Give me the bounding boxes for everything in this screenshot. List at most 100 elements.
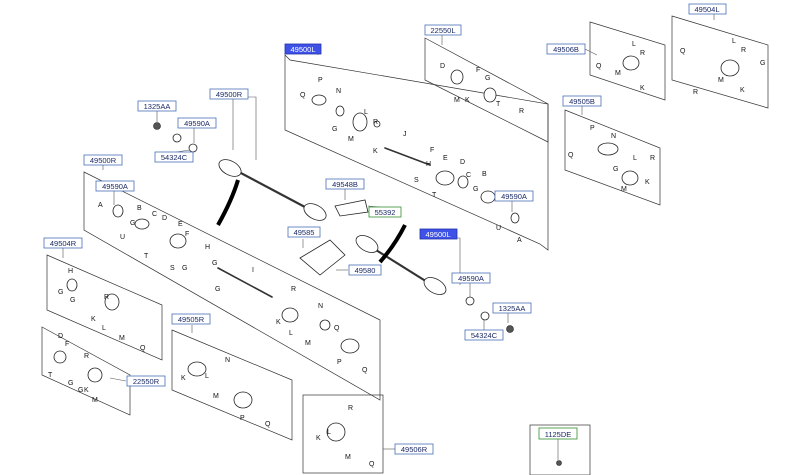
callout-49590A-lower-left[interactable]: 49590A <box>95 180 135 192</box>
callout-54324C-right[interactable]: 54324C <box>464 329 504 341</box>
svg-text:G: G <box>473 186 478 193</box>
callout-49504R[interactable]: 49504R <box>43 237 83 249</box>
cv-boot-middle-inner <box>355 235 379 253</box>
svg-text:M: M <box>305 340 311 347</box>
svg-text:Q: Q <box>369 461 375 468</box>
svg-text:D: D <box>162 215 167 222</box>
svg-text:49548B: 49548B <box>332 180 358 189</box>
svg-text:R: R <box>373 119 378 126</box>
callout-49590A-right[interactable]: 49590A <box>494 190 534 202</box>
svg-text:M: M <box>213 393 219 400</box>
callout-1325AA-right[interactable]: 1325AA <box>492 302 532 314</box>
svg-text:49590A: 49590A <box>184 119 210 128</box>
svg-text:R: R <box>741 47 746 54</box>
leader-lines <box>62 14 715 460</box>
svg-text:R: R <box>291 286 296 293</box>
svg-text:Q: Q <box>300 92 306 99</box>
svg-text:T: T <box>432 192 437 199</box>
callout-49505R[interactable]: 49505R <box>171 313 211 325</box>
cv-boot-upper-outer <box>303 203 327 221</box>
callout-49548B[interactable]: 49548B <box>325 178 365 190</box>
panel-49500L-top <box>284 54 549 251</box>
callout-49590A-mid[interactable]: 49590A <box>451 272 491 284</box>
svg-text:P: P <box>318 77 323 84</box>
svg-text:L: L <box>102 325 106 332</box>
svg-text:D: D <box>58 333 63 340</box>
svg-text:R: R <box>84 353 89 360</box>
svg-text:49506R: 49506R <box>401 445 428 454</box>
panel-22550L <box>424 37 549 143</box>
svg-text:T: T <box>144 253 149 260</box>
svg-text:G: G <box>58 289 63 296</box>
svg-text:G: G <box>332 126 337 133</box>
svg-text:D: D <box>460 159 465 166</box>
svg-text:F: F <box>185 231 189 238</box>
svg-text:G: G <box>182 265 187 272</box>
svg-text:Q: Q <box>265 421 271 428</box>
callout-49500R-upper[interactable]: 49500R <box>209 88 249 100</box>
svg-text:49500L: 49500L <box>290 45 315 54</box>
callout-54324C-left[interactable]: 54324C <box>154 151 194 163</box>
callout-49585[interactable]: 49585 <box>287 226 321 238</box>
svg-text:A: A <box>98 202 103 209</box>
cv-boot-middle-outer <box>423 277 447 295</box>
svg-text:49590A: 49590A <box>458 274 484 283</box>
svg-text:K: K <box>316 435 321 442</box>
svg-text:54324C: 54324C <box>471 331 498 340</box>
svg-text:B: B <box>482 171 487 178</box>
svg-text:U: U <box>496 225 501 232</box>
svg-text:G: G <box>613 166 618 173</box>
panel-49506B <box>589 21 666 101</box>
svg-text:E: E <box>443 155 448 162</box>
svg-text:E: E <box>178 221 183 228</box>
svg-text:T: T <box>496 101 501 108</box>
svg-text:P: P <box>337 359 342 366</box>
svg-text:I: I <box>252 267 254 274</box>
callout-49504L[interactable]: 49504L <box>688 3 727 15</box>
svg-text:49500R: 49500R <box>216 90 243 99</box>
svg-text:H: H <box>205 244 210 251</box>
svg-text:K: K <box>645 179 650 186</box>
callout-49505B[interactable]: 49505B <box>562 95 602 107</box>
svg-text:G: G <box>130 220 135 227</box>
svg-text:N: N <box>611 133 616 140</box>
callout-1325AA-left[interactable]: 1325AA <box>137 100 177 112</box>
svg-text:G: G <box>212 260 217 267</box>
callout-49506B[interactable]: 49506B <box>546 43 586 55</box>
svg-text:L: L <box>205 373 209 380</box>
callout-22550L[interactable]: 22550L <box>424 24 462 36</box>
svg-text:22550R: 22550R <box>133 377 160 386</box>
svg-text:R: R <box>693 89 698 96</box>
shaft-lower-panel <box>217 267 273 298</box>
svg-text:49590A: 49590A <box>501 192 527 201</box>
svg-text:1325AA: 1325AA <box>499 304 526 313</box>
svg-text:D: D <box>440 63 445 70</box>
svg-text:L: L <box>732 38 736 45</box>
callout-49580[interactable]: 49580 <box>348 264 382 276</box>
callout-55392[interactable]: 55392 <box>368 206 402 218</box>
svg-text:M: M <box>718 77 724 84</box>
panel-49506R <box>302 394 384 474</box>
callout-49590A-upper[interactable]: 49590A <box>177 117 217 129</box>
svg-text:G: G <box>70 297 75 304</box>
svg-text:M: M <box>454 97 460 104</box>
callout-1125DE[interactable]: 1125DE <box>538 427 578 440</box>
callout-49500R-lower[interactable]: 49500R <box>83 154 123 166</box>
svg-text:49504R: 49504R <box>50 239 77 248</box>
svg-text:R: R <box>519 108 524 115</box>
callout-49500L-mid[interactable]: 49500L <box>419 228 458 240</box>
callout-49500L-top[interactable]: 49500L <box>284 43 322 55</box>
svg-text:U: U <box>120 234 125 241</box>
svg-text:54324C: 54324C <box>161 153 188 162</box>
svg-text:K: K <box>740 87 745 94</box>
svg-text:M: M <box>119 335 125 342</box>
svg-text:L: L <box>327 429 331 436</box>
svg-text:49505R: 49505R <box>178 315 205 324</box>
callout-22550R[interactable]: 22550R <box>126 375 166 387</box>
svg-text:N: N <box>318 303 323 310</box>
svg-text:N: N <box>336 88 341 95</box>
svg-text:M: M <box>621 186 627 193</box>
svg-text:K: K <box>84 387 89 394</box>
callout-49506R[interactable]: 49506R <box>394 443 434 455</box>
